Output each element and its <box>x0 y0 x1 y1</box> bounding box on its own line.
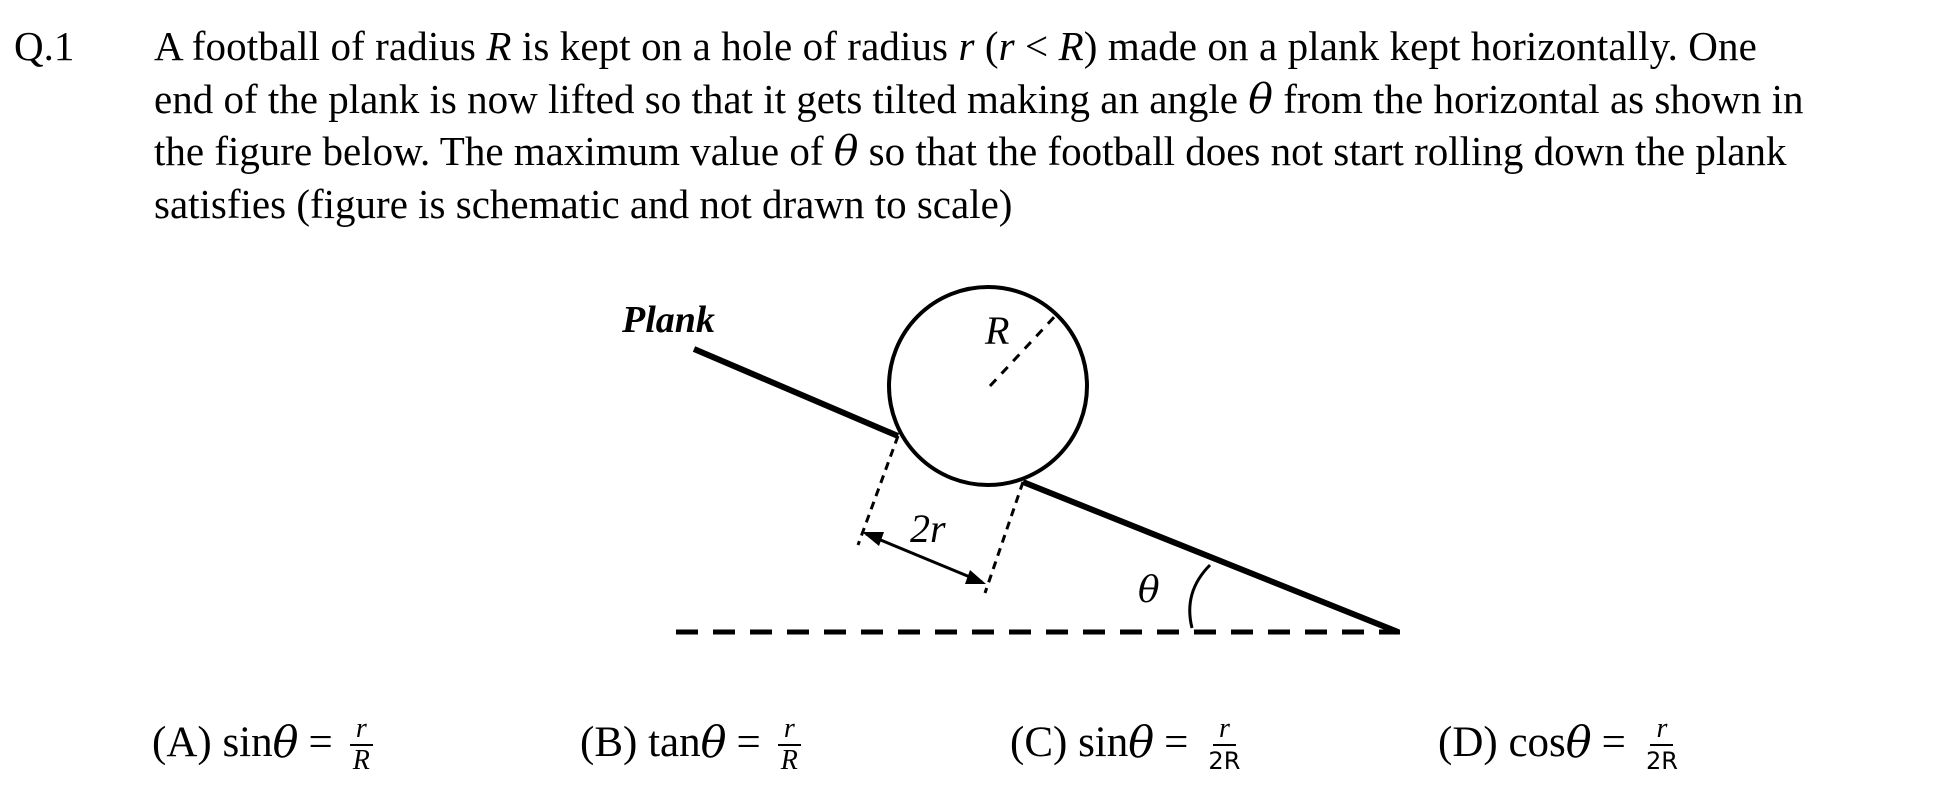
text-run: from the horizontal as shown in <box>1272 75 1804 122</box>
equals-sign: = <box>1601 719 1626 766</box>
question-line-3: the figure below. The maximum value of θ… <box>154 125 1934 178</box>
angle-label: θ <box>1138 570 1160 611</box>
fraction-denominator: R <box>780 745 798 776</box>
text-run: ( <box>974 23 999 69</box>
arrowhead-left <box>862 532 884 546</box>
option-function: sin <box>1078 719 1129 766</box>
fraction-numerator: r <box>349 714 373 746</box>
hole-edge-left <box>856 435 900 546</box>
math-var: r <box>998 23 1015 69</box>
option-label: (D) <box>1438 719 1498 766</box>
fraction-numerator: r <box>1212 714 1236 746</box>
option-variable: θ <box>1128 718 1155 768</box>
text-run: A football of radius <box>154 23 487 69</box>
text-run: so that the football does not start roll… <box>858 128 1787 174</box>
math-var: θ <box>833 127 859 175</box>
plank-label: Plank <box>621 299 715 341</box>
radius-label: R <box>984 308 1009 353</box>
angle-arc <box>1188 563 1212 629</box>
equals-sign: = <box>736 719 761 766</box>
arrowhead-right <box>965 570 986 584</box>
plank-upper-segment <box>692 346 900 439</box>
option-label: (A) <box>152 719 212 766</box>
fraction-numerator: r <box>1650 714 1674 746</box>
equals-sign: = <box>308 719 333 766</box>
question-line-1: A football of radius R is kept on a hole… <box>154 20 1934 73</box>
question-line-2: end of the plank is now lifted so that i… <box>154 73 1934 126</box>
option-function: cos <box>1508 719 1566 766</box>
text-run: satisfies (figure is schematic and not d… <box>154 180 1013 227</box>
option-variable: θ <box>272 718 299 768</box>
math-var: r <box>958 23 975 69</box>
option-label: (B) <box>580 719 638 766</box>
option-function: sin <box>222 719 273 766</box>
option-variable: θ <box>700 718 727 768</box>
math-var: R <box>486 23 512 69</box>
fraction-denominator: 2R <box>1645 747 1678 775</box>
question-line-4: satisfies (figure is schematic and not d… <box>154 178 1934 231</box>
equals-sign: = <box>1164 719 1189 766</box>
fraction-denominator: R <box>352 745 370 776</box>
fraction-numerator: r <box>777 714 801 746</box>
option-label: (C) <box>1010 719 1068 766</box>
text-run: is kept on a hole of radius <box>511 23 959 69</box>
dimension-arrow-line <box>865 532 983 584</box>
option-variable: θ <box>1565 718 1592 768</box>
math-var: θ <box>1248 74 1273 123</box>
math-var: R <box>1058 23 1084 69</box>
text-run: the figure below. The maximum value of <box>154 128 834 174</box>
hole-width-label: 2r <box>910 506 946 551</box>
text-run: ) made on a plank kept horizontally. One <box>1083 23 1757 69</box>
question-number: Q.1 <box>14 23 75 69</box>
football-circle <box>887 285 1089 487</box>
question-text: A football of radius R is kept on a hole… <box>154 20 1934 230</box>
text-run: < <box>1014 23 1059 69</box>
text-run: end of the plank is now lifted so that i… <box>154 75 1249 122</box>
plank-lower-segment <box>1021 479 1400 635</box>
hole-edge-right <box>983 481 1025 594</box>
fraction-denominator: 2R <box>1208 747 1241 775</box>
option-function: tan <box>648 719 701 766</box>
